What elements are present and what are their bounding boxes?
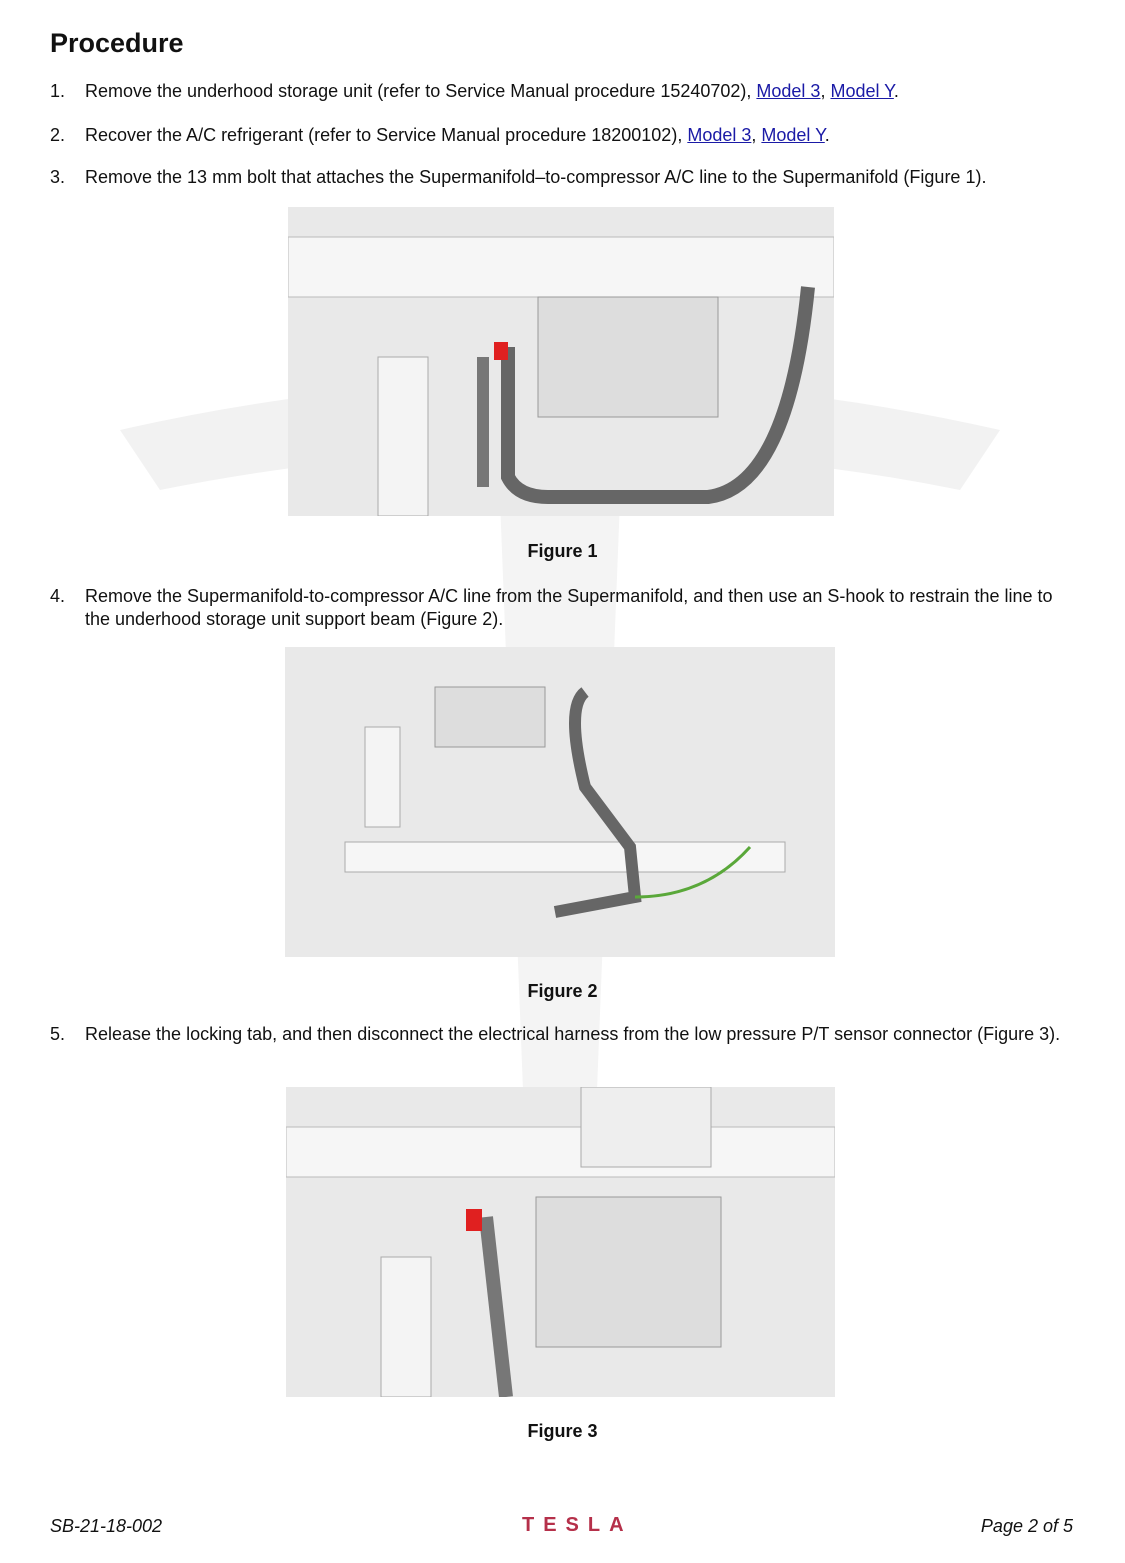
- step-text: Remove the underhood storage unit (refer…: [85, 81, 757, 101]
- step-text: Release the locking tab, and then discon…: [85, 1024, 1061, 1044]
- figure-3-image: [286, 1087, 835, 1397]
- step-3: 3. Remove the 13 mm bolt that attaches t…: [50, 166, 1080, 189]
- step-5: 5. Release the locking tab, and then dis…: [50, 1023, 1080, 1046]
- figure-1-image: [288, 207, 834, 516]
- period: .: [824, 125, 830, 145]
- model-y-link[interactable]: Model Y: [830, 81, 894, 101]
- figure-3-caption: Figure 3: [527, 1421, 598, 1441]
- highlight-bolt: [494, 342, 508, 360]
- step-number: 5.: [50, 1024, 66, 1044]
- period: .: [893, 81, 899, 101]
- step-number: 2.: [50, 125, 66, 145]
- model-3-link[interactable]: Model 3: [756, 81, 821, 101]
- document-id: SB-21-18-002: [50, 1516, 163, 1536]
- figure-1-caption: Figure 1: [527, 541, 598, 561]
- model-3-link[interactable]: Model 3: [687, 125, 752, 145]
- tesla-logo: TESLA: [522, 1514, 633, 1536]
- highlight-connector: [466, 1209, 482, 1231]
- step-text: Recover the A/C refrigerant (refer to Se…: [85, 125, 688, 145]
- figure-2-image: [285, 647, 835, 957]
- page-number: Page 2 of 5: [980, 1516, 1073, 1536]
- step-2: 2. Recover the A/C refrigerant (refer to…: [50, 124, 1080, 147]
- page-title: Procedure: [50, 28, 184, 58]
- separator: ,: [820, 81, 831, 101]
- step-text: Remove the Supermanifold-to-compressor A…: [85, 586, 1053, 629]
- step-number: 3.: [50, 167, 66, 187]
- step-4: 4. Remove the Supermanifold-to-compresso…: [50, 585, 1080, 631]
- model-y-link[interactable]: Model Y: [761, 125, 825, 145]
- separator: ,: [751, 125, 762, 145]
- step-1: 1. Remove the underhood storage unit (re…: [50, 80, 1080, 103]
- figure-2-caption: Figure 2: [527, 981, 598, 1001]
- step-number: 1.: [50, 81, 66, 101]
- step-text: Remove the 13 mm bolt that attaches the …: [85, 167, 987, 187]
- step-number: 4.: [50, 586, 66, 606]
